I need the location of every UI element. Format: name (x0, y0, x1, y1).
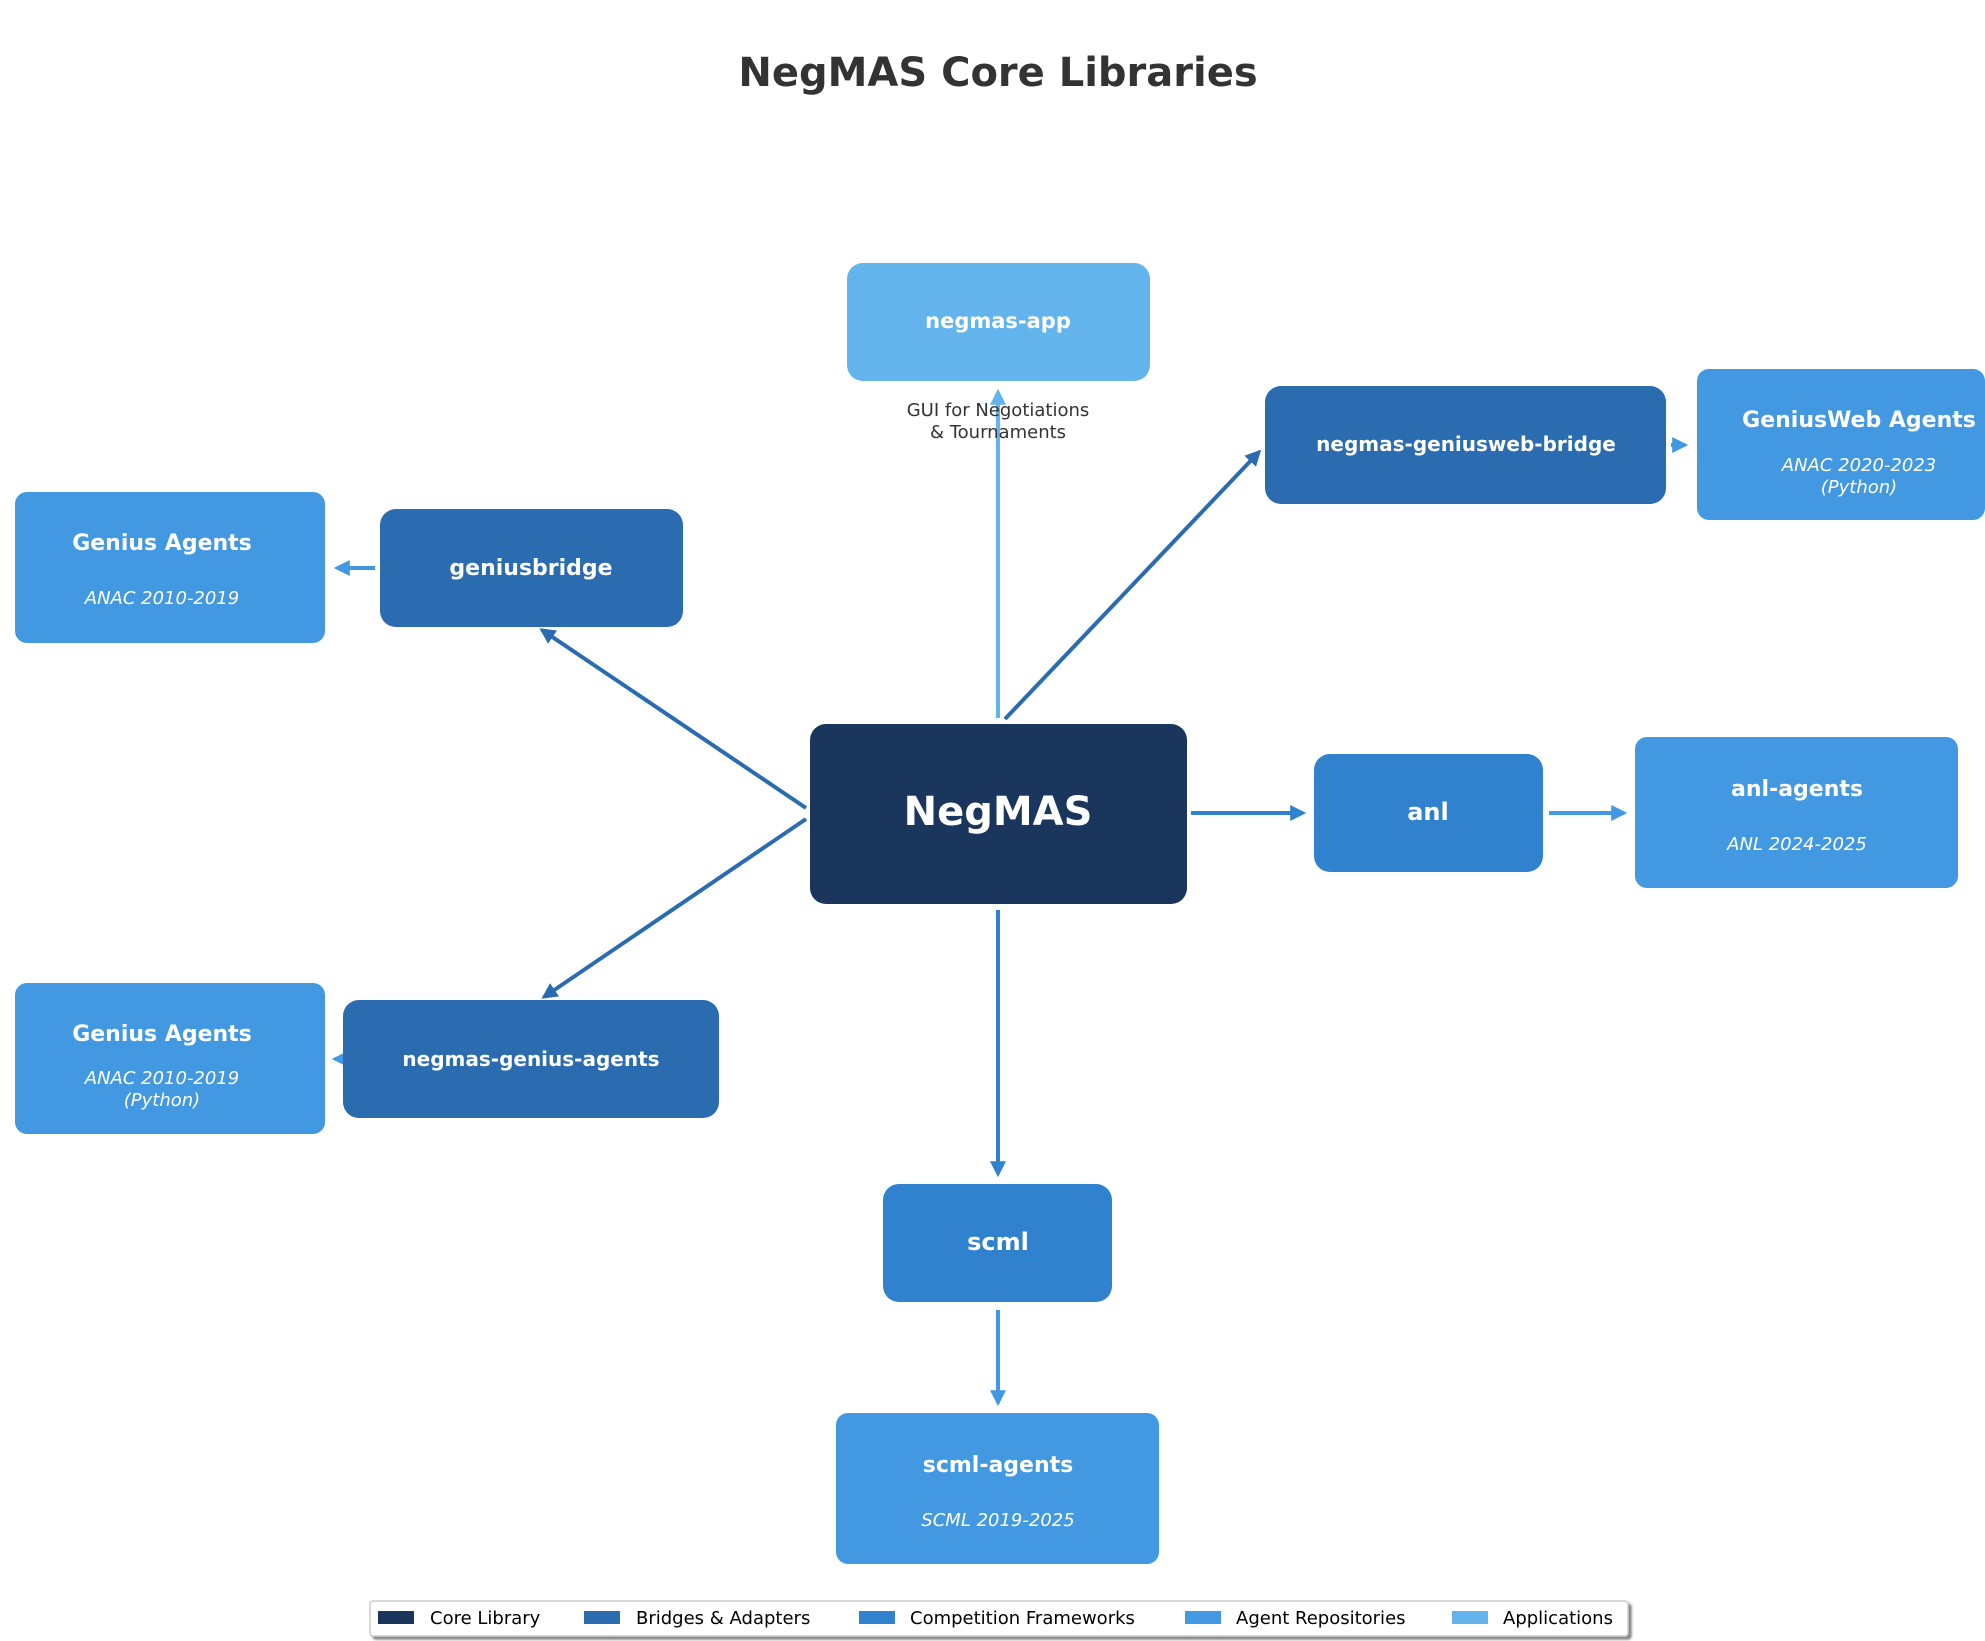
node-anl[interactable]: anl (1314, 754, 1543, 872)
legend-item-applications: Applications (1452, 1608, 1613, 1629)
node-box (810, 724, 1187, 904)
page-title: NegMAS Core Libraries (738, 50, 1257, 96)
legend-label: Bridges & Adapters (636, 1608, 810, 1629)
edge-negmas-to-geniusbridge (539, 628, 808, 810)
edge-negmas-to-geniusweb-bridge (1003, 449, 1262, 721)
node-sublabel: ANAC 2010-2019 (84, 588, 240, 609)
legend-label: Agent Repositories (1236, 1608, 1406, 1629)
node-sublabel: ANAC 2020-2023 (1781, 455, 1937, 476)
node-sublabel: ANAC 2010-2019 (84, 1068, 240, 1089)
node-label: negmas-genius-agents (402, 1047, 659, 1071)
legend-swatch (378, 1611, 414, 1624)
legend-swatch (1452, 1611, 1488, 1624)
edge-negmas-to-genius-agents-pkg (541, 817, 808, 999)
node-label: geniusbridge (449, 556, 612, 581)
node-label: scml-agents (923, 1453, 1074, 1478)
node-label: anl-agents (1731, 777, 1863, 802)
node-label: NegMAS (904, 789, 1093, 835)
legend-label: Applications (1503, 1608, 1613, 1629)
node-scml[interactable]: scml (883, 1184, 1112, 1302)
node-geniusweb-agents[interactable]: GeniusWeb Agents ANAC 2020-2023 (Python) (1697, 369, 1985, 520)
node-label: negmas-geniusweb-bridge (1316, 432, 1616, 456)
app-note-line-1: GUI for Negotiations (907, 400, 1090, 421)
node-negmas-genius-agents[interactable]: negmas-genius-agents (343, 1000, 719, 1118)
legend-frame (369, 1600, 1629, 1637)
node-label: Genius Agents (72, 531, 252, 556)
legend-item-agent-repositories: Agent Repositories (1185, 1608, 1406, 1629)
node-box (883, 1184, 1112, 1302)
node-negmas-app[interactable]: negmas-app (847, 263, 1150, 381)
legend-item-bridges-adapters: Bridges & Adapters (584, 1608, 810, 1629)
legend-swatch (1185, 1611, 1221, 1624)
node-negmas-geniusweb-bridge[interactable]: negmas-geniusweb-bridge (1265, 386, 1666, 504)
node-box (836, 1413, 1159, 1564)
node-label: negmas-app (925, 309, 1071, 333)
edges (331, 388, 1689, 1407)
node-sublabel: (Python) (1821, 477, 1897, 498)
node-scml-agents[interactable]: scml-agents SCML 2019-2025 (836, 1413, 1159, 1564)
node-sublabel: (Python) (124, 1090, 200, 1111)
node-genius-agents[interactable]: Genius Agents ANAC 2010-2019 (15, 492, 325, 643)
node-label: Genius Agents (72, 1022, 252, 1047)
nodes: NegMAS negmas-app GUI for Negotiations &… (15, 263, 1985, 1564)
legend: Core Library Bridges & Adapters Competit… (369, 1600, 1629, 1637)
legend-item-competition-frameworks: Competition Frameworks (859, 1608, 1135, 1629)
legend-swatch (584, 1611, 620, 1624)
node-anl-agents[interactable]: anl-agents ANL 2024-2025 (1635, 737, 1958, 888)
legend-item-core-library: Core Library (378, 1608, 541, 1629)
node-box (343, 1000, 719, 1118)
node-label: GeniusWeb Agents (1742, 408, 1976, 433)
node-box (1314, 754, 1543, 872)
node-negmas[interactable]: NegMAS (810, 724, 1187, 904)
node-box (1697, 369, 1985, 520)
node-box (15, 983, 325, 1134)
node-label: scml (967, 1228, 1029, 1256)
node-geniusbridge[interactable]: geniusbridge (380, 509, 683, 627)
legend-swatch (859, 1611, 895, 1624)
app-note-line-2: & Tournaments (930, 422, 1066, 443)
legend-label: Competition Frameworks (910, 1608, 1135, 1629)
node-sublabel: ANL 2024-2025 (1726, 834, 1867, 855)
node-genius-agents-python[interactable]: Genius Agents ANAC 2010-2019 (Python) (15, 983, 325, 1134)
node-sublabel: SCML 2019-2025 (921, 1510, 1074, 1531)
legend-label: Core Library (430, 1608, 541, 1629)
node-box (15, 492, 325, 643)
node-box (1635, 737, 1958, 888)
node-box (380, 509, 683, 627)
node-box (847, 263, 1150, 381)
node-label: anl (1407, 798, 1449, 826)
node-box (1265, 386, 1666, 504)
